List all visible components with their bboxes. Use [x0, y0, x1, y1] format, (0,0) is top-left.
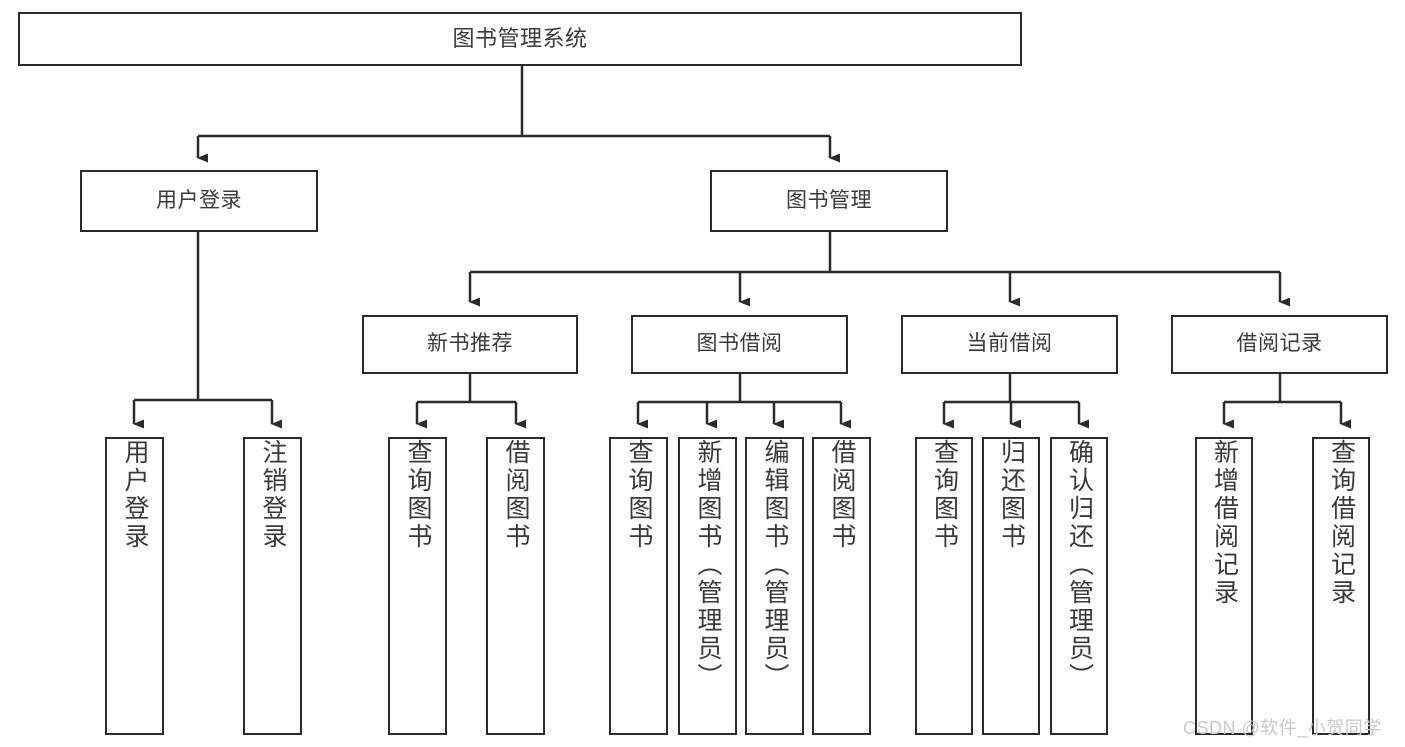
- leaf-book-borrow-query[interactable]: 查询图书: [609, 437, 668, 735]
- node-label: 归还图书: [997, 439, 1026, 551]
- node-label: 用户登录: [156, 188, 242, 212]
- node-label: 借阅图书: [502, 439, 530, 551]
- node-new-book-recommend[interactable]: 新书推荐: [362, 315, 578, 374]
- node-label: 新书推荐: [427, 332, 513, 356]
- leaf-book-borrow-edit[interactable]: 编辑图书（管理员）: [745, 437, 804, 735]
- node-label: 当前借阅: [966, 332, 1053, 356]
- leaf-user-login-login[interactable]: 用户登录: [105, 437, 164, 735]
- leaf-borrow-record-query[interactable]: 查询借阅记录: [1312, 437, 1370, 735]
- node-current-borrow[interactable]: 当前借阅: [901, 315, 1118, 374]
- node-user-login[interactable]: 用户登录: [80, 170, 318, 232]
- node-label: 图书管理系统: [452, 26, 588, 52]
- leaf-current-borrow-confirm[interactable]: 确认归还（管理员）: [1050, 437, 1108, 735]
- node-borrow-record[interactable]: 借阅记录: [1171, 315, 1388, 374]
- leaf-book-borrow-borrow[interactable]: 借阅图书: [812, 437, 871, 735]
- leaf-book-borrow-add[interactable]: 新增图书（管理员）: [678, 437, 737, 735]
- leaf-new-book-query[interactable]: 查询图书: [388, 437, 447, 735]
- node-label: 确认归还（管理员）: [1065, 439, 1094, 691]
- leaf-borrow-record-add[interactable]: 新增借阅记录: [1195, 437, 1253, 735]
- node-label: 编辑图书（管理员）: [761, 439, 789, 691]
- node-label: 借阅图书: [828, 439, 856, 551]
- node-label: 用户登录: [121, 439, 149, 551]
- leaf-new-book-borrow[interactable]: 借阅图书: [486, 437, 545, 735]
- leaf-current-borrow-query[interactable]: 查询图书: [915, 437, 973, 735]
- leaf-user-login-logout[interactable]: 注销登录: [243, 437, 302, 735]
- node-label: 新增图书（管理员）: [694, 439, 722, 691]
- node-label: 借阅记录: [1236, 332, 1323, 356]
- leaf-current-borrow-return[interactable]: 归还图书: [982, 437, 1040, 735]
- node-label: 图书管理: [786, 188, 872, 212]
- node-label: 新增借阅记录: [1210, 439, 1239, 607]
- node-label: 图书借阅: [696, 332, 783, 356]
- node-label: 查询图书: [625, 439, 653, 551]
- node-label: 查询借阅记录: [1327, 439, 1356, 607]
- node-label: 查询图书: [930, 439, 959, 551]
- node-label: 注销登录: [259, 439, 287, 551]
- node-root-system[interactable]: 图书管理系统: [18, 12, 1022, 66]
- node-book-borrow[interactable]: 图书借阅: [631, 315, 848, 374]
- node-book-management[interactable]: 图书管理: [710, 170, 948, 232]
- node-label: 查询图书: [404, 439, 432, 551]
